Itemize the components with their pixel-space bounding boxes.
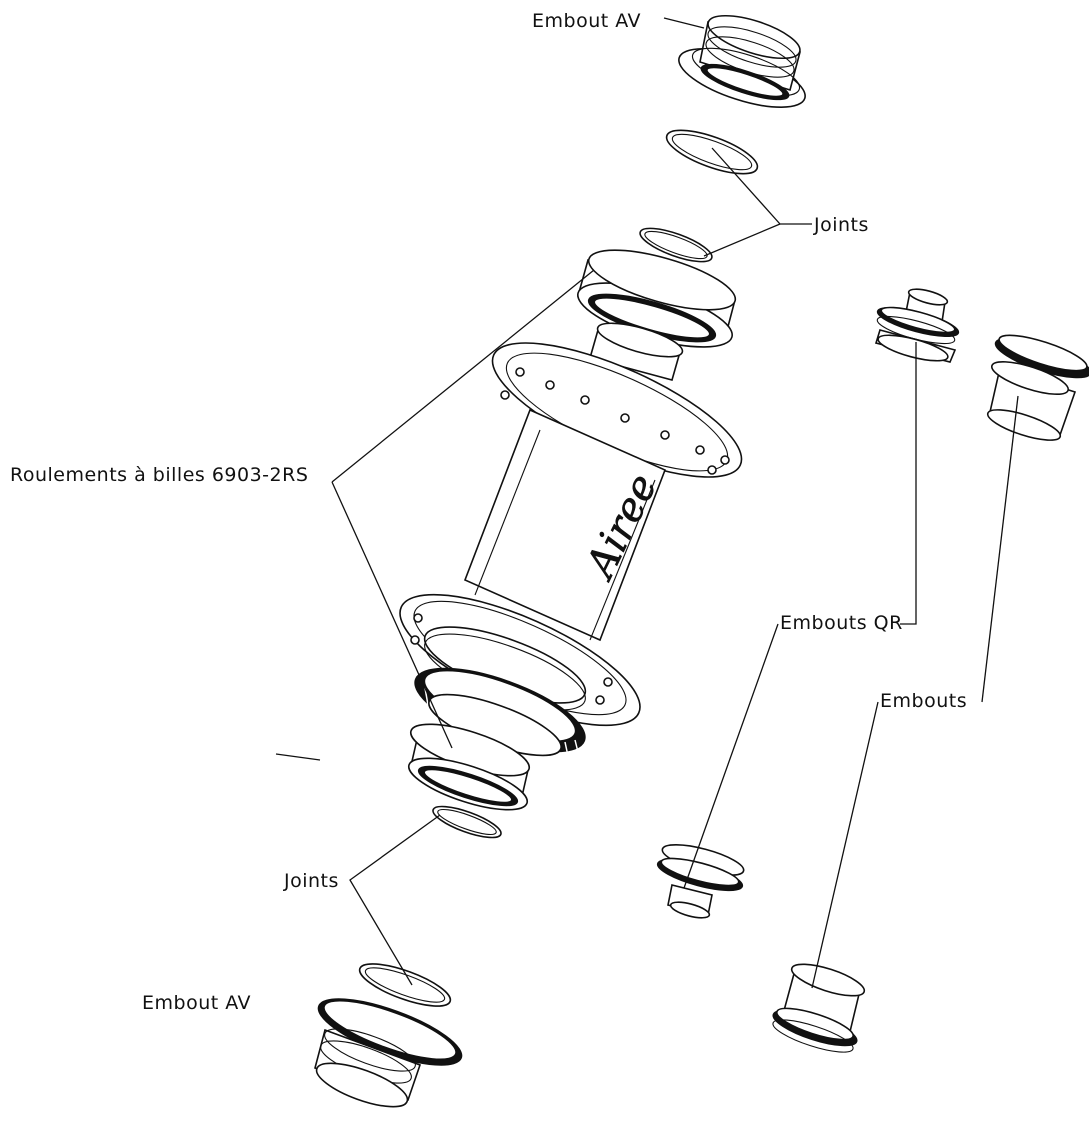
seal-ring-bottom-2 bbox=[358, 963, 452, 1007]
label-embouts-qr: Embouts QR bbox=[780, 612, 903, 634]
end-cap-top bbox=[678, 14, 806, 109]
label-embout-av-bottom: Embout AV bbox=[142, 992, 252, 1014]
bearing-top bbox=[577, 249, 737, 348]
seal-ring-top-2 bbox=[639, 227, 713, 263]
end-cap-bottom bbox=[314, 998, 463, 1108]
label-embouts: Embouts bbox=[880, 690, 968, 712]
hub-body: Airee bbox=[399, 322, 743, 757]
qr-adapter-top bbox=[874, 288, 960, 363]
label-joints-bottom: Joints bbox=[284, 870, 339, 892]
adapter-bottom bbox=[772, 963, 866, 1053]
leader-lines bbox=[275, 17, 1019, 989]
bearing-bottom bbox=[407, 723, 531, 811]
label-joints-top: Joints bbox=[814, 214, 869, 236]
seal-ring-bottom-1 bbox=[432, 805, 502, 839]
adapter-top-right bbox=[986, 334, 1089, 441]
label-embout-av-top: Embout AV bbox=[532, 10, 642, 32]
qr-adapter-bottom bbox=[656, 843, 745, 919]
seal-ring-top-1 bbox=[665, 129, 759, 175]
label-roulements: Roulements à billes 6903-2RS bbox=[10, 464, 309, 486]
